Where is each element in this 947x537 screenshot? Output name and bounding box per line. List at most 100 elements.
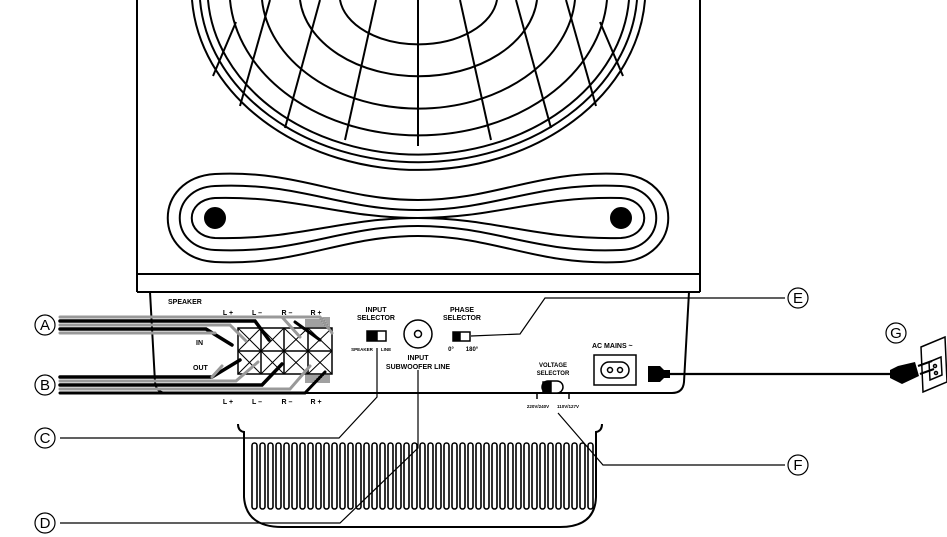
vent-slot (315, 442, 322, 510)
speaker-label: SPEAKER (168, 299, 202, 306)
vent-slot (339, 442, 346, 510)
vent-slot (451, 442, 458, 510)
svg-text:G: G (890, 325, 902, 342)
vent-slot (515, 442, 522, 510)
vent-slot (347, 442, 354, 510)
callout-g: G (885, 322, 907, 344)
speaker-cables-in (58, 315, 334, 347)
terminal-bottom-l-minus: L – (252, 399, 262, 406)
bass-port (166, 172, 670, 264)
vent-slot (547, 442, 554, 510)
phase-180-label: 180° (466, 347, 479, 353)
power-cord (648, 360, 935, 384)
base-stand (237, 423, 603, 528)
input-selector-label-1: INPUT (366, 307, 388, 314)
callout-c: C (34, 427, 56, 449)
vent-slot (387, 442, 394, 510)
phase-selector-label-2: SELECTOR (443, 315, 481, 322)
input-selector-label-2: SELECTOR (357, 315, 395, 322)
voltage-110-label: 110V/127V (557, 404, 579, 409)
vent-slot (355, 442, 362, 510)
vent-slot (291, 442, 298, 510)
terminal-bottom-l-plus: L + (223, 399, 233, 406)
vent-slot (299, 442, 306, 510)
voltage-selector-label-2: SELECTOR (537, 371, 570, 377)
vent-slot (419, 442, 426, 510)
phase-selector-switch[interactable] (452, 331, 471, 342)
speaker-cables-out (58, 358, 327, 395)
voltage-selector-label-1: VOLTAGE (539, 363, 567, 369)
vent-slot (467, 442, 474, 510)
vent-slot (259, 442, 266, 510)
wall-outlet (920, 335, 947, 394)
vent-slot (475, 442, 482, 510)
leader-lines (60, 297, 785, 524)
vent-slot (443, 442, 450, 510)
voltage-tick-marks (536, 394, 570, 399)
input-speaker-label: SPEAKER (351, 347, 374, 352)
vent-slot (395, 442, 402, 510)
cabinet (136, 0, 701, 293)
vent-slot (283, 442, 290, 510)
voltage-selector-switch[interactable] (541, 380, 564, 394)
callout-f: F (787, 454, 809, 476)
callout-d: D (34, 512, 56, 534)
speaker-terminal-block (237, 317, 333, 383)
vent-slot (331, 442, 338, 510)
subwoofer-line-input-jack[interactable] (403, 319, 433, 349)
woofer-cone (191, 0, 646, 171)
vent-slot (275, 442, 282, 510)
vent-slot (411, 442, 418, 510)
vent-slot (483, 442, 490, 510)
callout-e: E (787, 287, 809, 309)
input-selector-switch[interactable] (366, 330, 387, 342)
terminal-top-r-plus: R + (310, 310, 321, 317)
vent-slot (427, 442, 434, 510)
vent-slot (531, 442, 538, 510)
terminal-top-r-minus: R – (282, 310, 293, 317)
phase-selector-label-1: PHASE (450, 307, 474, 314)
terminal-top-l-plus: L + (223, 310, 233, 317)
callout-b: B (34, 374, 56, 396)
vent-slot (571, 442, 578, 510)
svg-text:F: F (793, 457, 802, 474)
svg-text:D: D (40, 515, 51, 532)
terminal-bottom-r-minus: R – (282, 399, 293, 406)
vent-slot (403, 442, 410, 510)
subwoofer-input-label-2: SUBWOOFER LINE (386, 364, 450, 371)
ac-mains-socket[interactable] (593, 354, 637, 386)
phase-0-label: 0° (448, 347, 454, 353)
voltage-220-label: 220V/240V (527, 404, 549, 409)
vent-grille (251, 442, 594, 510)
svg-text:A: A (40, 317, 50, 334)
svg-text:B: B (40, 377, 50, 394)
vent-slot (379, 442, 386, 510)
terminal-top-l-minus: L – (252, 310, 262, 317)
vent-slot (491, 442, 498, 510)
vent-slot (363, 442, 370, 510)
vent-slot (459, 442, 466, 510)
vent-slot (579, 442, 586, 510)
subwoofer-input-label-1: INPUT (408, 355, 430, 362)
svg-text:E: E (793, 290, 803, 307)
vent-slot (507, 442, 514, 510)
terminal-bottom-r-plus: R + (310, 399, 321, 406)
in-label: IN (196, 340, 203, 347)
vent-slot (539, 442, 546, 510)
vent-slot (323, 442, 330, 510)
vent-slot (563, 442, 570, 510)
svg-text:C: C (40, 430, 51, 447)
vent-slot (267, 442, 274, 510)
vent-slot (371, 442, 378, 510)
vent-slot (499, 442, 506, 510)
vent-slot (307, 442, 314, 510)
vent-slot (587, 442, 594, 510)
input-line-label: LINE (381, 347, 391, 352)
out-label: OUT (193, 365, 209, 372)
vent-slot (523, 442, 530, 510)
vent-slot (435, 442, 442, 510)
vent-slot (555, 442, 562, 510)
callout-a: A (34, 314, 56, 336)
ac-mains-label: AC MAINS ~ (592, 343, 633, 350)
